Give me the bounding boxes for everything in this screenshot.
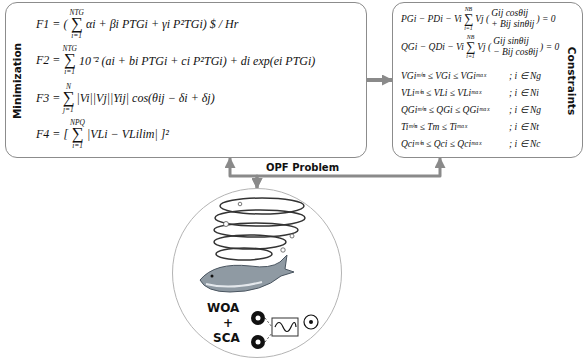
sum-limit: i=1 [464, 26, 473, 32]
summation: NB∑i=1 [464, 7, 473, 31]
equation-term: Qciᵐⁱⁿ ≤ Qci ≤ Qciᵐᵃˣ [401, 137, 507, 150]
algorithm-name: + [223, 316, 233, 330]
algorithm-name: SCA [213, 331, 240, 345]
equation-term: |Vi||Vj||Yij| cos(θij − δi + δj) [76, 91, 214, 106]
equation-term: Gij sinθij [493, 36, 529, 47]
sum-sign: ∑ [71, 16, 83, 32]
sum-sign: ∑ [62, 90, 74, 106]
equation-term: ; i ∈ Nc [509, 138, 540, 149]
equation-term: Gij cosθij [491, 8, 528, 19]
summation: NTG∑i=1 [62, 45, 76, 76]
equation-term: − Bij cosθij [493, 47, 538, 58]
equation-term: Tiᵐⁱⁿ ≤ Tm ≤ Tiᵐᵃˣ [401, 120, 507, 133]
equation-term: ; i ∈ Ng [509, 70, 541, 81]
equation-row: F2 =NTG∑i=110⁻² (ai + bi PTGi + ci P²TGi… [36, 45, 315, 76]
equation-term: ) = 0 [540, 42, 559, 52]
problem-label: OPF Problem [264, 162, 341, 173]
equation-term: F3 = [36, 91, 60, 106]
equation-term: VLiᵐⁱⁿ ≤ VLi ≤ VLiᵐᵃˣ [401, 86, 507, 99]
algorithm-name: WOA [207, 301, 239, 315]
constraint-box: ConstraintsPGi − PDi − ViNB∑i=1Vj (Gij c… [392, 2, 583, 158]
sum-sign: ∑ [72, 126, 84, 142]
equation-row: PGi − PDi − ViNB∑i=1Vj (Gij cosθij+ Bij … [401, 7, 556, 31]
summation: NPQ∑i=1 [70, 119, 85, 150]
equation-term: F1 = ( [36, 17, 67, 32]
sum-limit: i=1 [71, 32, 82, 39]
equation-term: Vj ( [475, 14, 489, 24]
equation-term: VGiᵐⁱⁿ ≤ VGi ≤ VGiᵐᵃˣ [401, 69, 507, 82]
sum-sign: ∑ [464, 13, 473, 26]
stacked-terms: Gij cosθij+ Bij sinθij [491, 8, 534, 30]
equation-row: F4 = [NPQ∑i=1|VLi − VLilim| ]² [36, 119, 169, 150]
summation: NTG∑i=1 [69, 9, 83, 40]
whale-figure [200, 255, 294, 292]
bubbles [224, 202, 295, 252]
summation: N∑j=1 [62, 83, 74, 114]
equation-term: 10⁻² (ai + bi PTGi + ci P²TGi) + di exp(… [79, 52, 315, 69]
equation-term: F4 = [ [36, 127, 68, 142]
equation-term: ; i ∈ Ng [509, 104, 541, 115]
equation-term: PGi − PDi − Vi [401, 14, 462, 24]
equation-row: VLiᵐⁱⁿ ≤ VLi ≤ VLiᵐᵃˣ; i ∈ Ni [401, 86, 539, 99]
equation-term: |VLi − VLilim| ]² [87, 127, 169, 142]
axis-heading: Minimization [11, 43, 23, 119]
equation-term: ; i ∈ Ni [509, 87, 539, 98]
sum-limit: i=1 [64, 68, 75, 75]
connector-arrow [230, 158, 257, 188]
equation-term: QGiᵐⁱⁿ ≤ QGi ≤ QGiᵐᵃˣ [401, 103, 507, 116]
equation-term: ; i ∈ Nt [509, 121, 539, 132]
equation-term: αi + βi PTGi + γi P²TGi) $ / Hr [86, 17, 238, 32]
sum-sign: ∑ [466, 41, 475, 54]
equation-row: F1 = (NTG∑i=1αi + βi PTGi + γi P²TGi) $ … [36, 9, 238, 40]
sum-limit: j=1 [63, 106, 74, 113]
equation-row: QGiᵐⁱⁿ ≤ QGi ≤ QGiᵐᵃˣ; i ∈ Ng [401, 103, 541, 116]
sum-limit: i=1 [72, 142, 83, 149]
sum-limit: N [66, 83, 71, 90]
equation-row: Tiᵐⁱⁿ ≤ Tm ≤ Tiᵐᵃˣ; i ∈ Nt [401, 120, 539, 133]
equation-term: Vj ( [477, 42, 491, 52]
axis-heading: Constraints [566, 47, 578, 115]
objective-box: MinimizationF1 = (NTG∑i=1αi + βi PTGi + … [5, 2, 367, 158]
equation-row: Qciᵐⁱⁿ ≤ Qci ≤ Qciᵐᵃˣ; i ∈ Nc [401, 137, 540, 150]
sca-symbols [251, 311, 318, 349]
sum-limit: NTG [62, 45, 76, 52]
connector-arrow [257, 158, 440, 188]
equation-row: F3 =N∑j=1|Vi||Vj||Yij| cos(θij − δi + δj… [36, 83, 215, 114]
algorithm-circle: WOA+SCA [172, 188, 342, 358]
equation-term: F2 = [36, 53, 60, 68]
equation-term: ) = 0 [536, 14, 555, 24]
sum-sign: ∑ [64, 52, 76, 68]
spiral [214, 198, 305, 260]
sum-limit: NPQ [70, 119, 85, 126]
connector-arrow [367, 78, 392, 82]
sum-limit: NTG [69, 9, 83, 16]
summation: NB∑i=1 [466, 35, 475, 59]
sum-limit: i=1 [466, 54, 475, 60]
stacked-terms: Gij sinθij− Bij cosθij [493, 36, 538, 58]
equation-row: VGiᵐⁱⁿ ≤ VGi ≤ VGiᵐᵃˣ; i ∈ Ng [401, 69, 541, 82]
equation-term: + Bij sinθij [491, 19, 534, 30]
equation-term: QGi − QDi − Vi [401, 42, 464, 52]
equation-row: QGi − QDi − ViNB∑i=1Vj (Gij sinθij− Bij … [401, 35, 559, 59]
